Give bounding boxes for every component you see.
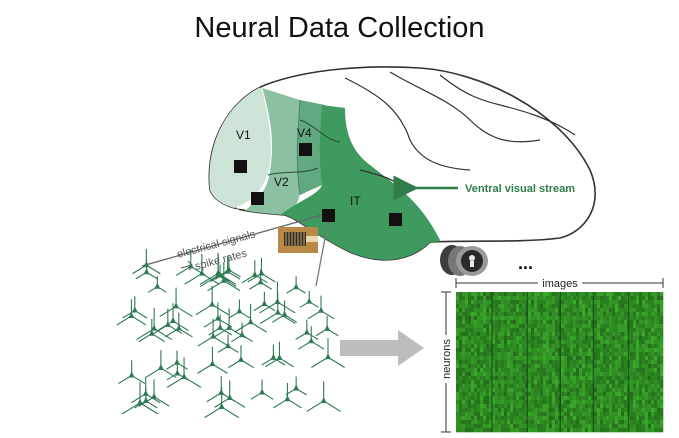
neuron-icon <box>231 322 254 343</box>
ellipsis: ... <box>518 253 533 273</box>
neuron-icon <box>265 341 294 368</box>
neuron-icon <box>204 387 240 419</box>
neuron-icon <box>273 382 302 409</box>
neuron-icon <box>299 290 319 308</box>
neuron-icon <box>215 257 241 280</box>
neuron-icon <box>138 379 170 407</box>
label-v2: V2 <box>274 175 289 189</box>
neuron-icon <box>116 299 147 326</box>
neuron-icon <box>203 302 233 328</box>
electrode-v2 <box>251 192 264 205</box>
neuron-icon <box>184 253 220 285</box>
gray-arrow <box>340 330 424 366</box>
signal-line <box>141 214 323 267</box>
neuron-icon <box>175 249 206 276</box>
neuron-icon <box>138 318 165 343</box>
pointer-line <box>315 221 329 287</box>
image-stimulus-icon <box>440 245 488 276</box>
neuron-icon <box>217 334 239 353</box>
neuron-icon <box>136 308 173 341</box>
neural-response-heatmap <box>456 292 664 433</box>
neuron-icon <box>249 269 272 290</box>
neuron-icon <box>166 357 202 388</box>
neuron-icon <box>250 379 274 400</box>
neuron-icon <box>147 276 167 293</box>
neuron-icon <box>259 292 296 324</box>
electrode-v1 <box>234 160 247 173</box>
brain <box>208 66 596 261</box>
brain-sulci <box>344 77 471 171</box>
neuron-icon <box>159 287 193 317</box>
region-it <box>280 105 440 260</box>
ventral-stream-label: Ventral visual stream <box>465 183 575 195</box>
label-v4: V4 <box>297 126 312 140</box>
neuron-icon <box>253 291 276 312</box>
neuron-icon <box>228 299 251 319</box>
neuron-icon <box>228 345 254 369</box>
electrode-v4 <box>299 143 312 156</box>
neuron-icon <box>286 276 306 294</box>
electrode-array-icon <box>278 227 318 253</box>
neuron-icon <box>315 315 339 337</box>
neuron-icon <box>197 318 229 347</box>
neuron-icon <box>261 344 286 366</box>
neuron-icon <box>208 314 232 336</box>
images-label: images <box>542 278 578 290</box>
neuron-icon <box>195 285 229 316</box>
label-it: IT <box>350 194 361 208</box>
neuron-icon <box>145 350 177 379</box>
neuron-icon <box>212 308 247 339</box>
neuron-icon <box>297 326 325 350</box>
neuron-icon <box>241 260 268 284</box>
neurons-axis: neurons <box>439 291 453 433</box>
electrode-it-2 <box>389 213 402 226</box>
neurons-label: neurons <box>441 339 453 379</box>
neuron-icon <box>285 376 307 396</box>
neuron-network <box>116 249 345 419</box>
neuron-icon <box>122 296 148 319</box>
neuron-icon <box>135 259 158 280</box>
images-axis: images <box>455 276 664 290</box>
neuron-icon <box>197 346 228 374</box>
neuron-icon <box>166 350 188 370</box>
neuron-icon <box>199 252 237 285</box>
neuron-icon <box>295 319 319 340</box>
page-title: Neural Data Collection <box>194 12 485 44</box>
neuron-icon <box>234 303 267 333</box>
neuron-icon <box>306 381 341 412</box>
ventral-stream-annotation: Ventral visual stream <box>393 175 575 201</box>
neuron-icon <box>311 338 345 368</box>
electrode-it-1 <box>322 209 335 222</box>
neuron-icon <box>157 303 189 331</box>
region-v2 <box>240 88 300 218</box>
label-v1: V1 <box>236 128 251 142</box>
electrode-sites <box>234 143 402 226</box>
neuron-icon <box>207 261 241 292</box>
neuron-icon <box>118 360 146 385</box>
neuron-icon <box>307 295 335 320</box>
neuron-icon <box>247 257 276 283</box>
